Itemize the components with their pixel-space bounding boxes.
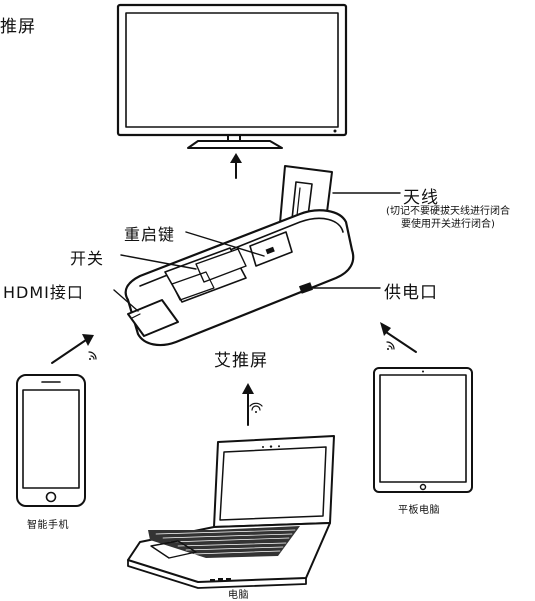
product-name-label: 艾推屏 (214, 351, 268, 371)
antenna-note-line-1: (切记不要硬拔天线进行闭合 (386, 206, 510, 217)
laptop-label: 电脑 (228, 590, 249, 601)
antenna-note: (切记不要硬拔天线进行闭合 要使用开关进行闭合) (362, 205, 534, 231)
tablet-icon (373, 367, 473, 493)
dongle-icon (124, 165, 355, 347)
tablet-label: 平板电脑 (398, 505, 440, 516)
arrow-to-tv-icon (230, 153, 242, 179)
switch-label: 开关 (70, 249, 105, 268)
hdmi-port-label: HDMI接口 (3, 283, 84, 302)
arrow-from-tablet-icon (380, 322, 417, 353)
arrow-from-laptop-icon (242, 383, 263, 426)
tv-icon (116, 3, 348, 149)
leader-lines (113, 192, 401, 312)
arrow-from-phone-icon (51, 334, 97, 364)
restart-key-label: 重启键 (124, 225, 176, 244)
power-port-label: 供电口 (384, 283, 438, 303)
smartphone-icon (16, 374, 86, 507)
top-left-title: 推屏 (0, 17, 36, 37)
antenna-note-line-2: 要使用开关进行闭合) (401, 219, 495, 230)
smartphone-label: 智能手机 (27, 520, 69, 531)
antenna-label: 天线 (403, 188, 439, 208)
laptop-icon (127, 435, 335, 589)
